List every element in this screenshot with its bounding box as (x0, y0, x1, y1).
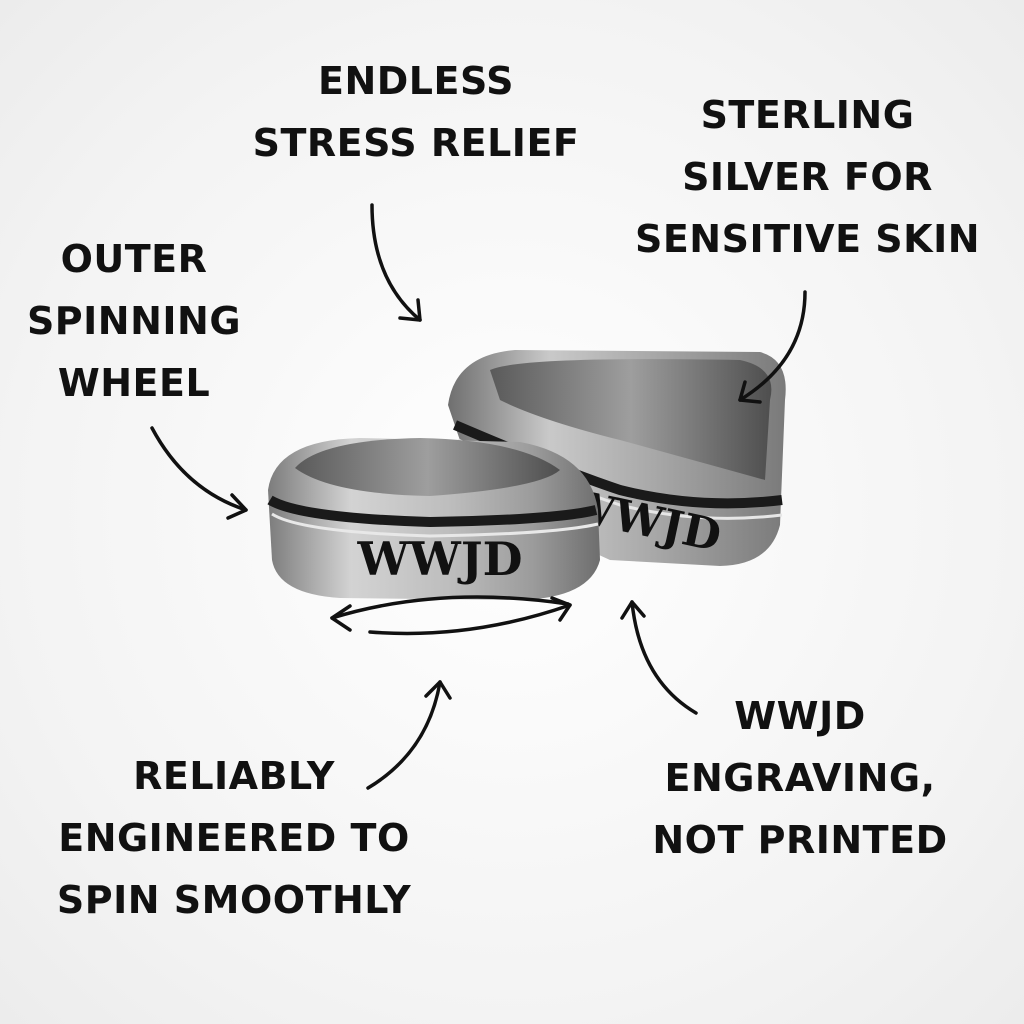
arrow-icon (366, 680, 452, 790)
callout-wwjd-engraving: WWJD ENGRAVING, NOT PRINTED (640, 685, 960, 871)
callout-line: ENGRAVING, (664, 756, 936, 800)
arrow-icon (150, 426, 248, 520)
callout-line: SILVER FOR (682, 155, 933, 199)
callout-line: STERLING (700, 93, 915, 137)
callout-line: SENSITIVE SKIN (634, 217, 981, 261)
callout-line: WHEEL (57, 361, 211, 405)
callout-reliably-engineered: RELIABLY ENGINEERED TO SPIN SMOOTHLY (40, 745, 428, 931)
front-ring-engraving: WWJD (357, 532, 523, 586)
callout-line: STRESS RELIEF (252, 121, 580, 165)
arrow-icon (620, 600, 698, 715)
callout-line: SPINNING (26, 299, 242, 343)
callout-line: NOT PRINTED (652, 818, 948, 862)
arrow-icon (370, 203, 422, 322)
spin-arrows-icon (330, 595, 572, 636)
callout-line: SPIN SMOOTHLY (56, 878, 412, 922)
callout-sterling-silver: STERLING SILVER FOR SENSITIVE SKIN (625, 84, 990, 270)
callout-line: OUTER (60, 237, 208, 281)
callout-line: ENGINEERED TO (58, 816, 410, 860)
callout-line: ENDLESS (317, 59, 514, 103)
callout-outer-spinning-wheel: OUTER SPINNING WHEEL (14, 228, 254, 414)
callout-endless-stress-relief: ENDLESS STRESS RELIEF (246, 50, 586, 174)
arrow-icon (738, 290, 807, 404)
front-ring: WWJD (267, 438, 600, 600)
callout-line: WWJD (734, 694, 866, 738)
callout-line: RELIABLY (133, 754, 335, 798)
